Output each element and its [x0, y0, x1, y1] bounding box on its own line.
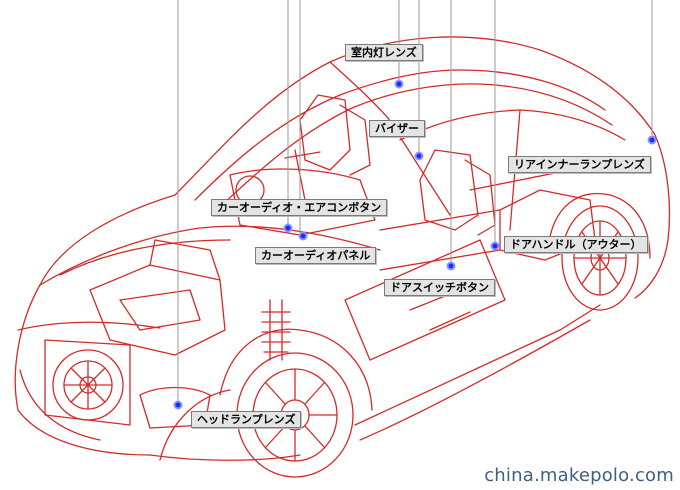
callout-car-audio-ac-button: カーオーディオ・エアコンボタン: [211, 199, 388, 216]
callout-door-handle-outer: ドアハンドル（アウター）: [504, 236, 648, 253]
marker-dot: [394, 79, 404, 89]
callout-rear-inner-lamp-lens: リアインナーランプレンズ: [508, 156, 651, 173]
callout-car-audio-panel: カーオーディオパネル: [255, 247, 377, 264]
callout-visor: バイザー: [369, 120, 425, 137]
callout-headlamp-lens: ヘッドランプレンズ: [191, 411, 302, 428]
marker-dot: [298, 231, 308, 241]
marker-dot: [173, 400, 183, 410]
callout-interior-light-lens: 室内灯レンズ: [345, 44, 423, 61]
marker-dot: [647, 135, 657, 145]
marker-dot: [446, 261, 456, 271]
callout-door-switch-button: ドアスイッチボタン: [384, 279, 495, 296]
marker-dot: [490, 241, 500, 251]
marker-dot: [283, 223, 293, 233]
marker-dot: [414, 151, 424, 161]
watermark-text: china.makepolo.com: [484, 465, 674, 486]
